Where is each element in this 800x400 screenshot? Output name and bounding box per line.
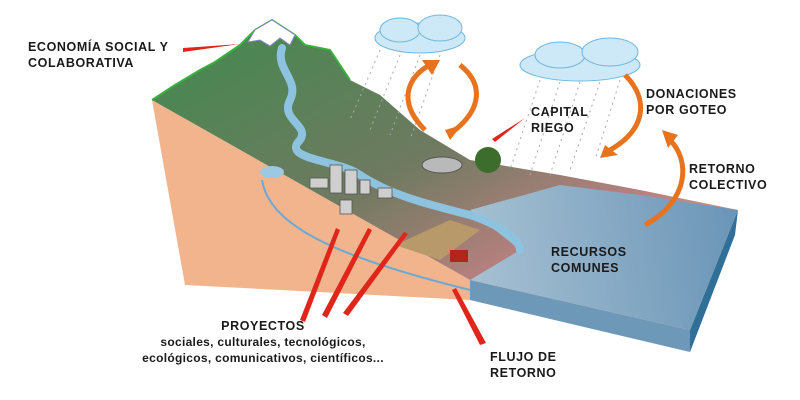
lake xyxy=(260,166,284,178)
water-front-face xyxy=(470,280,690,352)
label-economia: ECONOMÍA SOCIAL Y COLABORATIVA xyxy=(28,39,169,71)
label-line: COLABORATIVA xyxy=(28,56,135,70)
label-line: FLUJO DE xyxy=(490,350,557,364)
buildings xyxy=(309,164,393,215)
label-line: RETORNO xyxy=(490,366,557,380)
irrigation-tank xyxy=(421,156,463,174)
label-line: ecológicos, comunicativos, científicos..… xyxy=(142,351,384,365)
label-proyectos: PROYECTOS sociales, culturales, tecnológ… xyxy=(98,318,428,366)
pointer-lines xyxy=(183,44,525,345)
rain xyxy=(349,49,621,176)
groundwater-flow xyxy=(261,179,471,291)
label-recursos-comunes: RECURSOS COMUNES xyxy=(551,244,627,276)
snow-cap xyxy=(247,19,296,47)
cycle-arrows xyxy=(405,62,686,228)
label-capital-riego: CAPITAL RIEGO xyxy=(531,104,588,136)
label-line: COMUNES xyxy=(551,261,620,275)
label-line: sociales, culturales, tecnológicos, xyxy=(160,335,366,349)
label-line: POR GOTEO xyxy=(646,103,728,117)
river xyxy=(276,44,524,254)
sea-surface xyxy=(470,185,738,330)
label-retorno-colectivo: RETORNO COLECTIVO xyxy=(689,161,767,193)
arrowheads xyxy=(422,60,678,158)
label-line: COLECTIVO xyxy=(689,178,768,192)
label-line: RETORNO xyxy=(689,162,756,176)
crop-fields xyxy=(395,220,480,260)
label-line: ECONOMÍA SOCIAL Y xyxy=(28,40,169,54)
cloud-left xyxy=(374,14,466,54)
tractor xyxy=(450,250,468,262)
label-flujo-retorno: FLUJO DE RETORNO xyxy=(490,349,557,381)
label-line: DONACIONES xyxy=(646,87,737,101)
water-side-face xyxy=(690,210,738,352)
label-line: RECURSOS xyxy=(551,245,627,259)
label-donaciones: DONACIONES POR GOTEO xyxy=(646,86,737,118)
label-line: RIEGO xyxy=(531,121,575,135)
cloud-right xyxy=(519,37,641,82)
label-line: CAPITAL xyxy=(531,105,589,119)
label-title: PROYECTOS xyxy=(221,319,305,333)
tree xyxy=(475,147,501,173)
